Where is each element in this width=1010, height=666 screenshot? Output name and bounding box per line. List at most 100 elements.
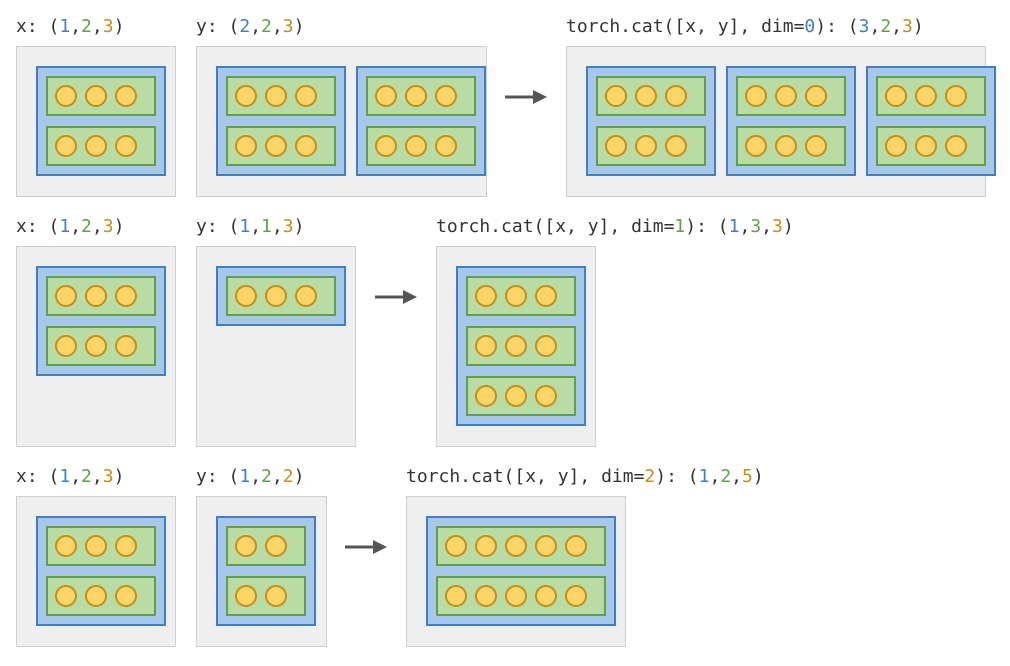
- tensor-element: [435, 85, 457, 107]
- result-label-row3: torch.cat([x, y], dim=2): (1,2,5): [406, 466, 764, 487]
- tensor-element: [115, 135, 137, 157]
- tensor-element: [805, 135, 827, 157]
- arrow-icon: [375, 290, 417, 304]
- tensor-element: [265, 285, 287, 307]
- tensor-element: [55, 85, 77, 107]
- arrow-icon: [505, 90, 547, 104]
- x-label-row3: x: (1,2,3): [16, 466, 125, 487]
- tensor-element: [605, 135, 627, 157]
- shape-dim2: 3: [282, 216, 294, 237]
- tensor-element: [885, 135, 907, 157]
- result-label-mid: ):: [815, 16, 848, 37]
- tensor-element: [535, 285, 557, 307]
- shape-dim2: 3: [282, 16, 294, 37]
- tensor-element: [405, 85, 427, 107]
- tensor-element: [475, 585, 497, 607]
- shape-dim2: 2: [282, 466, 294, 487]
- x-label-text: x:: [16, 216, 49, 237]
- tensor-element: [235, 585, 257, 607]
- y-label-row1: y: (2,2,3): [196, 16, 305, 37]
- x-label-text: x:: [16, 466, 49, 487]
- shape-dim2: 3: [902, 16, 913, 37]
- shape-dim1: 2: [81, 216, 92, 237]
- tensor-element: [265, 585, 287, 607]
- tensor-element: [945, 135, 967, 157]
- y-label-row3: y: (1,2,2): [196, 466, 305, 487]
- result-dim-value: 0: [804, 16, 816, 37]
- tensor-element: [535, 385, 557, 407]
- tensor-element: [85, 285, 107, 307]
- shape-dim1: 2: [880, 16, 892, 37]
- tensor-element: [915, 85, 937, 107]
- shape-dim0: 1: [59, 16, 71, 37]
- tensor-element: [235, 85, 257, 107]
- tensor-element: [915, 135, 937, 157]
- tensor-element: [535, 585, 557, 607]
- result-label-prefix: torch.cat([x, y], dim=: [436, 216, 675, 237]
- shape-dim2: 5: [742, 466, 753, 487]
- tensor-element: [55, 335, 77, 357]
- tensor-element: [295, 135, 317, 157]
- result-label-row1: torch.cat([x, y], dim=0): (3,2,3): [566, 16, 924, 37]
- tensor-element: [85, 535, 107, 557]
- shape-dim0: 1: [698, 466, 710, 487]
- tensor-element: [55, 535, 77, 557]
- tensor-element: [945, 85, 967, 107]
- result-dim-value: 1: [674, 216, 686, 237]
- shape-dim0: 1: [728, 216, 740, 237]
- shape-dim0: 1: [239, 466, 251, 487]
- shape-dim2: 3: [102, 216, 114, 237]
- tensor-element: [475, 285, 497, 307]
- tensor-element: [505, 335, 527, 357]
- tensor-element: [265, 85, 287, 107]
- shape-dim0: 3: [858, 16, 870, 37]
- tensor-element: [405, 135, 427, 157]
- result-dim-value: 2: [644, 466, 656, 487]
- tensor-element: [775, 85, 797, 107]
- tensor-element: [55, 585, 77, 607]
- tensor-element: [115, 285, 137, 307]
- tensor-element: [505, 585, 527, 607]
- tensor-element: [565, 585, 587, 607]
- tensor-element: [445, 585, 467, 607]
- x-label-row1: x: (1,2,3): [16, 16, 125, 37]
- tensor-element: [445, 535, 467, 557]
- tensor-element: [85, 135, 107, 157]
- tensor-element: [745, 135, 767, 157]
- tensor-element: [535, 535, 557, 557]
- shape-dim1: 1: [261, 216, 272, 237]
- x-label-row2: x: (1,2,3): [16, 216, 125, 237]
- tensor-element: [665, 85, 687, 107]
- shape-dim2: 3: [102, 466, 114, 487]
- tensor-element: [635, 85, 657, 107]
- tensor-element: [295, 285, 317, 307]
- tensor-element: [635, 135, 657, 157]
- result-label-prefix: torch.cat([x, y], dim=: [566, 16, 805, 37]
- arrow-icon: [345, 540, 387, 554]
- tensor-element: [55, 135, 77, 157]
- tensor-element: [505, 385, 527, 407]
- result-label-mid: ):: [655, 466, 688, 487]
- tensor-element: [235, 135, 257, 157]
- tensor-element: [475, 335, 497, 357]
- tensor-element: [265, 135, 287, 157]
- tensor-element: [435, 135, 457, 157]
- shape-dim1: 2: [261, 466, 272, 487]
- tensor-element: [235, 535, 257, 557]
- tensor-element: [775, 135, 797, 157]
- result-label-mid: ):: [685, 216, 718, 237]
- tensor-element: [295, 85, 317, 107]
- tensor-element: [55, 285, 77, 307]
- shape-dim0: 2: [239, 16, 251, 37]
- tensor-element: [375, 135, 397, 157]
- y-label-row2: y: (1,1,3): [196, 216, 305, 237]
- tensor-element: [85, 585, 107, 607]
- tensor-element: [265, 535, 287, 557]
- y-label-text: y:: [196, 16, 229, 37]
- shape-dim0: 1: [239, 216, 251, 237]
- result-label-prefix: torch.cat([x, y], dim=: [406, 466, 645, 487]
- shape-dim1: 2: [261, 16, 272, 37]
- tensor-element: [605, 85, 627, 107]
- tensor-element: [375, 85, 397, 107]
- shape-dim1: 3: [750, 216, 762, 237]
